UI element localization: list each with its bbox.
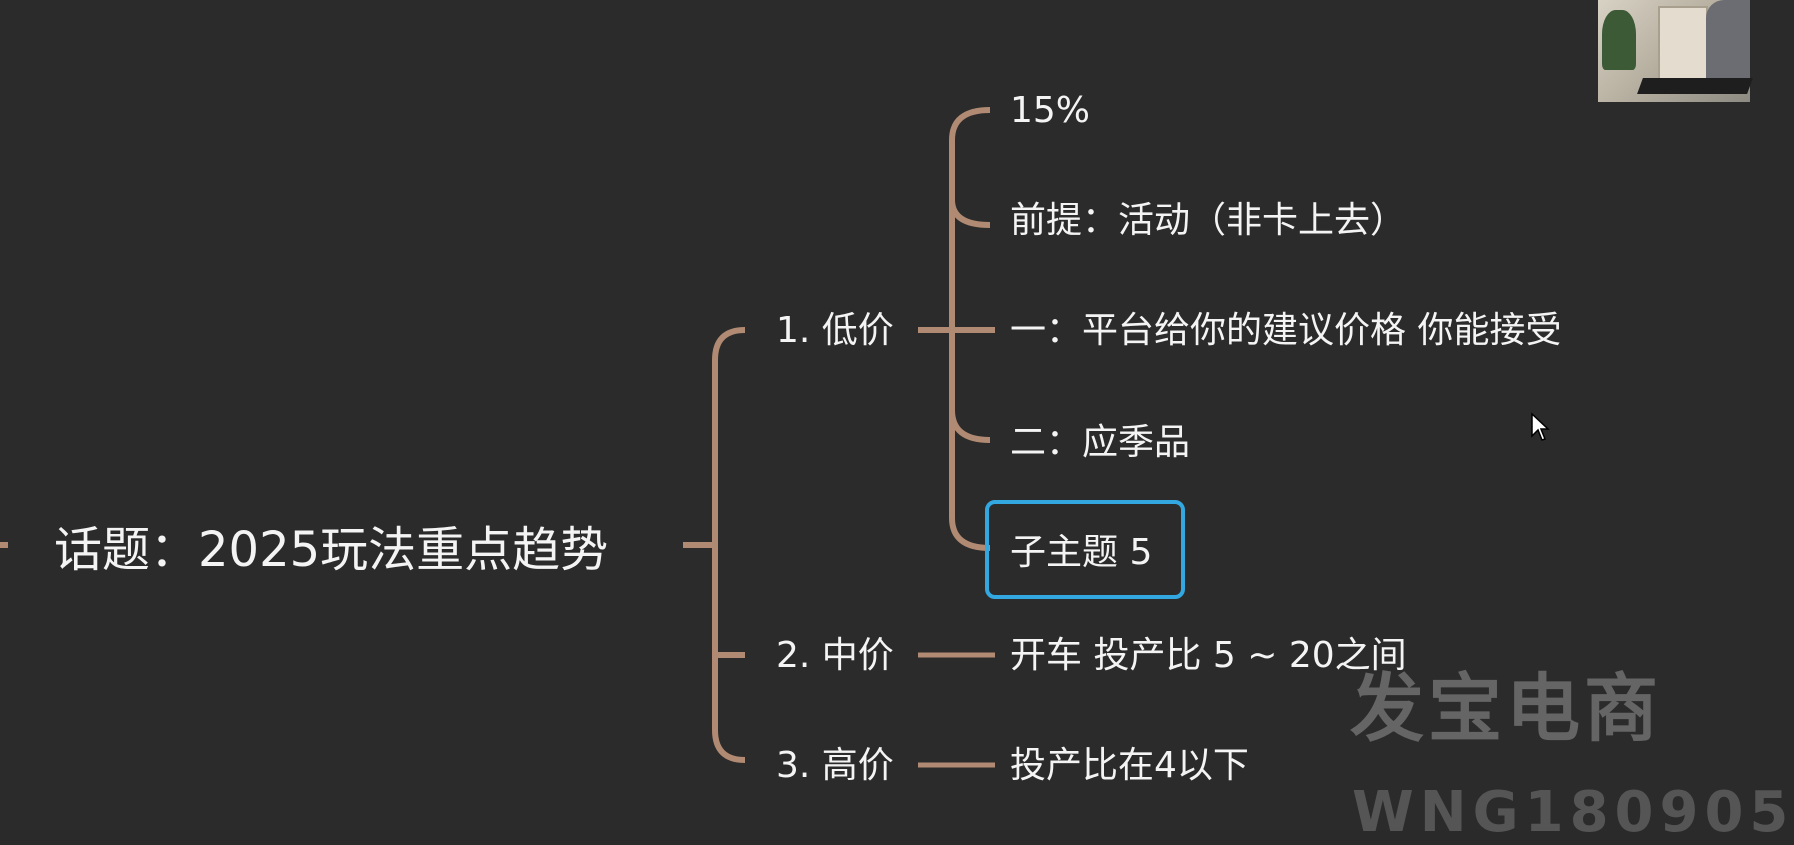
webcam-keyboard (1637, 78, 1753, 94)
branch-mid-price[interactable]: 2. 中价 (776, 635, 894, 676)
selected-node-frame[interactable] (985, 500, 1185, 599)
webcam-person (1706, 0, 1750, 80)
subtopic-seasonal-goods[interactable]: 二：应季品 (1010, 422, 1191, 463)
subtopic-premise-activity[interactable]: 前提：活动（非卡上去） (1010, 200, 1407, 241)
branch-low-price[interactable]: 1. 低价 (776, 310, 894, 351)
mouse-cursor-icon (1531, 412, 1550, 441)
id-watermark: WNG180905 (1352, 780, 1794, 845)
webcam-overlay (1598, 0, 1753, 102)
webcam-plant (1602, 10, 1636, 70)
subtopic-roi-below-4[interactable]: 投产比在4以下 (1010, 745, 1249, 786)
root-topic[interactable]: 话题：2025玩法重点趋势 (54, 522, 609, 578)
subtopic-15-percent[interactable]: 15% (1010, 90, 1091, 131)
mindmap-connectors (0, 107, 995, 768)
subtopic-ad-roi[interactable]: 开车 投产比 5 ~ 20之间 (1010, 635, 1407, 676)
branch-high-price[interactable]: 3. 高价 (776, 745, 894, 786)
subtopic-5[interactable]: 子主题 5 (1010, 532, 1153, 573)
subtopic-suggested-price[interactable]: 一：平台给你的建议价格 你能接受 (1010, 310, 1562, 351)
brand-watermark: 发宝电商 (1350, 666, 1662, 752)
webcam-shelf (1658, 6, 1708, 80)
